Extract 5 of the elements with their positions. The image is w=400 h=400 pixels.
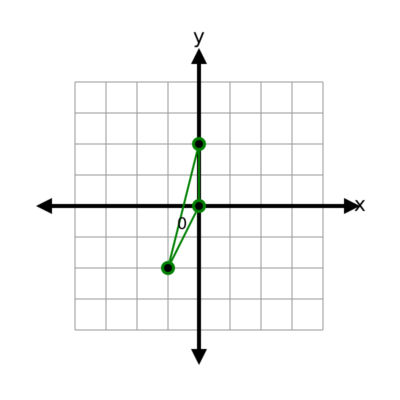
line-segment bbox=[198, 151, 200, 199]
axis-label: y bbox=[193, 26, 205, 46]
line-segment bbox=[168, 150, 198, 262]
line-segment bbox=[170, 212, 197, 262]
axis-label: x bbox=[354, 194, 366, 214]
